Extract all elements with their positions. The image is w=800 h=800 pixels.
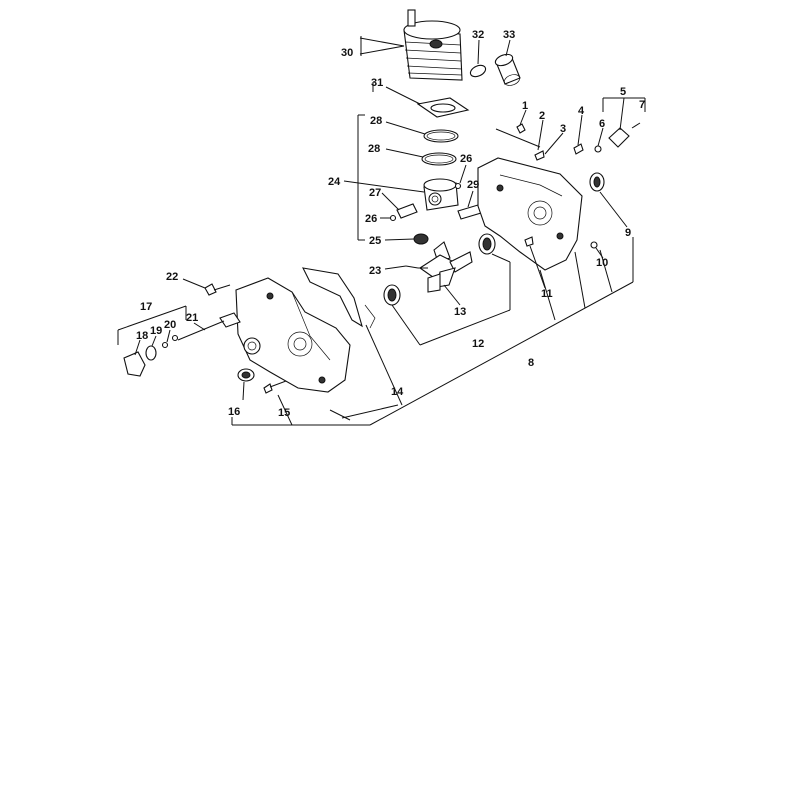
callout-28-upper: 28 [370,115,382,127]
piston-pin [396,203,418,219]
cylinder [372,9,463,92]
callout-26-upper: 26 [460,153,472,165]
callout-24: 24 [328,176,341,188]
top-small-parts [495,122,641,161]
callout-22: 22 [166,271,178,283]
callout-28-lower: 28 [368,143,380,155]
leader-lines [117,36,646,426]
callout-13: 13 [454,306,466,318]
crankcase-left [235,277,351,393]
callout-30: 30 [341,47,353,59]
oil-pump [123,312,241,377]
callout-4: 4 [578,105,585,117]
main-bearings [383,233,496,306]
dowel-pins [524,236,598,249]
callout-9: 9 [625,227,631,239]
screw-15 [263,380,287,394]
pin-29 [457,204,482,220]
callout-17: 17 [140,301,152,313]
flange-33 [494,53,521,86]
callout-5: 5 [620,86,626,98]
callout-7: 7 [639,99,645,111]
callout-2: 2 [539,110,545,122]
callout-15: 15 [278,407,290,419]
crankcase-right [477,157,583,271]
callout-19: 19 [150,325,162,337]
oil-seal-9 [589,172,605,192]
oil-seal-16 [237,368,255,382]
callout-1: 1 [522,100,528,112]
callout-23: 23 [369,265,381,277]
screw-22 [204,283,231,296]
crankshaft [405,241,473,293]
callout-16: 16 [228,406,240,418]
callout-25: 25 [369,235,381,247]
callout-18: 18 [136,330,148,342]
crankcase-gasket [302,267,376,329]
piston [423,178,459,211]
circlips [389,182,462,222]
callout-33: 33 [503,29,515,41]
callout-labels: 1 2 3 4 5 6 7 8 9 10 11 12 13 14 15 16 1… [136,29,645,419]
callout-27: 27 [369,187,381,199]
callout-32: 32 [472,29,484,41]
callout-20: 20 [164,319,176,331]
cylinder-gasket [416,97,470,118]
callout-10: 10 [596,257,608,269]
callout-11: 11 [541,288,553,300]
callout-8: 8 [528,357,534,369]
piston-rings [421,129,459,166]
callout-3: 3 [560,123,566,135]
callout-29: 29 [467,179,479,191]
ring-32 [469,64,487,78]
callout-14: 14 [391,386,404,398]
callout-26-lower: 26 [365,213,377,225]
callout-12: 12 [472,338,484,350]
needle-bearing [413,233,429,245]
callout-6: 6 [599,118,605,130]
callout-31: 31 [371,77,383,89]
callout-21: 21 [186,312,198,324]
